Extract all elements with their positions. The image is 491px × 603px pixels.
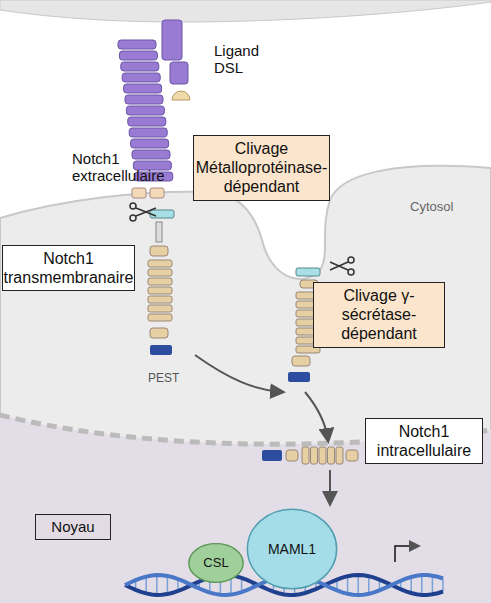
domain-label: PEST xyxy=(148,372,198,386)
node-text: CSL xyxy=(203,555,228,571)
compartment-label: Cytosol xyxy=(410,200,480,215)
node-text: MAML1 xyxy=(268,541,316,558)
process-arrow xyxy=(329,470,331,503)
transcription-arrow xyxy=(395,546,418,562)
egf-repeats xyxy=(118,40,173,181)
nicd-fragment xyxy=(262,447,358,464)
ligand-dsl xyxy=(162,20,190,100)
process-arrow xyxy=(305,392,328,440)
node-text: Clivage Métalloprotéinase-dépendant xyxy=(196,139,328,197)
node-text: Noyau xyxy=(51,518,94,536)
scissors xyxy=(130,203,354,275)
nucleus xyxy=(0,415,491,603)
ligand-label: Ligand DSL xyxy=(214,42,284,77)
cleavage-box: Clivage Métalloprotéinase-dépendant xyxy=(193,135,330,201)
maml1-circle: MAML1 xyxy=(246,508,338,590)
signal-cell xyxy=(0,0,491,22)
node-text: Clivage γ-sécrétase-dépendant xyxy=(319,286,439,344)
node-text: Notch1 intracellulaire xyxy=(371,422,477,460)
protein-label: Notch1 extracellulaire xyxy=(72,150,172,185)
notch-stem xyxy=(132,188,174,355)
receiving-cell xyxy=(0,166,491,603)
cleavage-box: Clivage γ-sécrétase-dépendant xyxy=(313,282,445,348)
process-arrow xyxy=(195,355,282,392)
process-box: Notch1 intracellulaire xyxy=(365,418,483,464)
compartment-label-box: Noyau xyxy=(35,514,111,540)
node-text: Notch1 transmembranaire xyxy=(4,249,134,287)
process-box: Notch1 transmembranaire xyxy=(2,245,135,291)
csl-oval: CSL xyxy=(188,543,244,583)
